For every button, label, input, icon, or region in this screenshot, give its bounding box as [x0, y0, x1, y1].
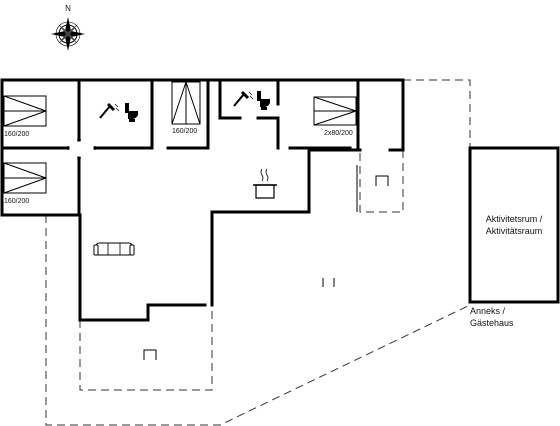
shower-icon — [233, 90, 254, 107]
bedroom-bottom-left: 160/200 — [3, 162, 47, 205]
door-symbol-icon — [143, 349, 157, 360]
toilet-icon — [125, 103, 138, 122]
compass-rose-icon — [51, 17, 85, 51]
interior-walls — [0, 78, 360, 217]
fireplace-icon — [375, 175, 389, 186]
sofa-icon — [93, 242, 135, 256]
compass-north-label: N — [65, 4, 71, 13]
cooking-pot-icon — [253, 168, 277, 199]
bed-size-label: 160/200 — [4, 198, 29, 205]
bathroom-1 — [99, 102, 138, 122]
bedroom-middle: 160/200 — [171, 81, 201, 135]
annex-room-label-line2: Aktivitätsraum — [486, 226, 543, 236]
kitchen — [253, 168, 277, 199]
annex-building-label-line1: Anneks / — [470, 306, 506, 316]
bed-size-label: 160/200 — [4, 131, 29, 138]
shower-icon — [99, 102, 120, 119]
annex-building-label-line2: Gästehaus — [470, 318, 514, 328]
bedroom-right: 2x80/200 — [313, 96, 357, 137]
annex-room-label-line1: Aktivitetsrum / — [486, 214, 543, 224]
bedroom-top-left: 160/200 — [3, 95, 47, 138]
toilet-icon — [257, 91, 270, 110]
bathroom-2 — [233, 90, 270, 110]
bed-size-label: 160/200 — [172, 128, 197, 135]
post-marks — [322, 278, 335, 287]
door-stub-marks — [67, 139, 96, 159]
annex-building: Aktivitetsrum / Aktivitätsraum Anneks / … — [468, 146, 560, 328]
terrace-outline — [45, 79, 471, 426]
annex-walls — [468, 146, 560, 304]
living-room — [93, 242, 135, 256]
bed-size-label: 2x80/200 — [324, 130, 353, 137]
